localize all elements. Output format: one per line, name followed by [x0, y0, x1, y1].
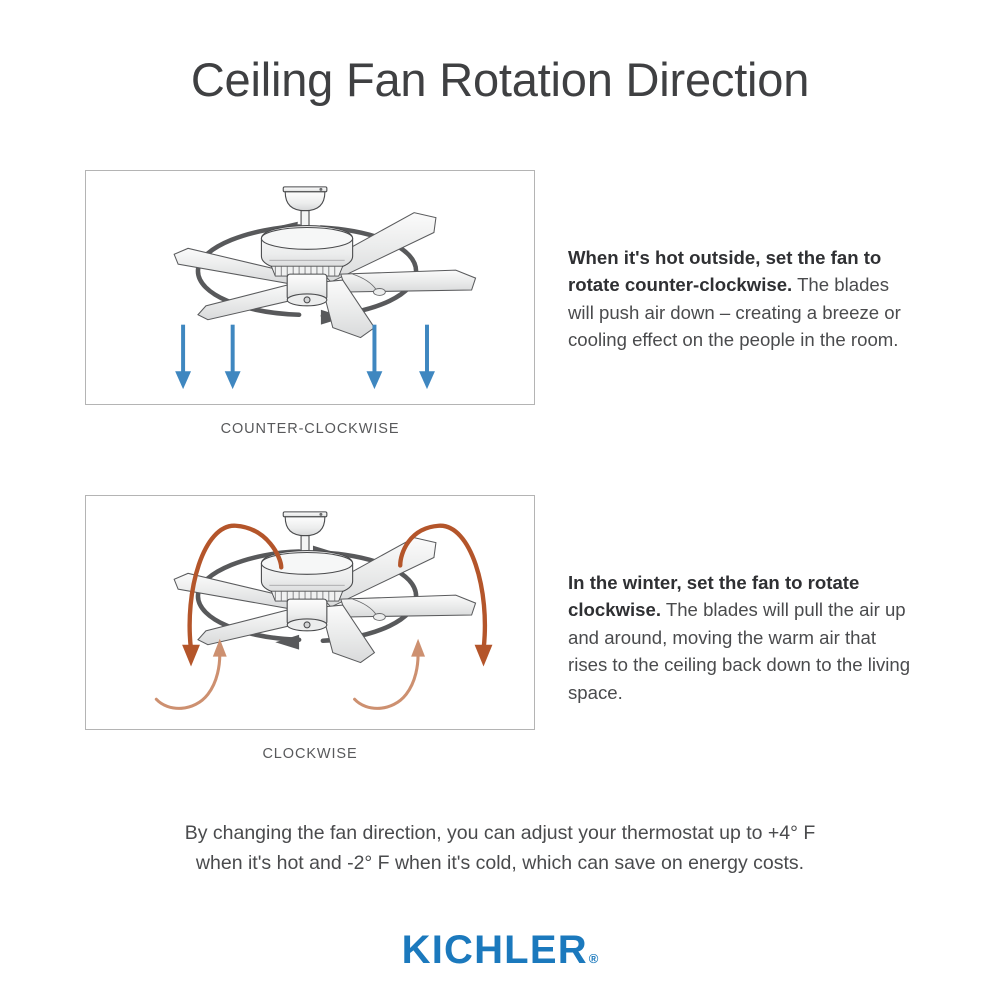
copy-summer-rest: The blades will push air down – creating… — [568, 274, 901, 351]
airflow-arrows-outer-cw — [187, 523, 488, 652]
airflow-arrows-down-ccw — [175, 324, 435, 390]
airflow-arrowheads-outer-cw — [182, 644, 493, 667]
fan-trim-ring-cw — [270, 590, 344, 602]
caption-counter-clockwise: COUNTER-CLOCKWISE — [220, 421, 400, 437]
fan-blades-front-cw — [197, 594, 477, 664]
fan-pull-chain-cw — [352, 598, 386, 621]
copy-winter: In the winter, set the fan to rotate clo… — [568, 569, 916, 707]
footer-note-line-1: By changing the fan direction, you can a… — [184, 822, 816, 844]
copy-winter-rest: The blades will pull the air up and arou… — [568, 599, 911, 703]
registered-trademark-icon: ® — [588, 951, 599, 966]
footer-note: By changing the fan direction, you can a… — [0, 818, 1000, 878]
fan-canopy-ccw — [282, 186, 328, 234]
fan-switch-housing-ccw — [286, 273, 328, 307]
brand-logo: KICHLER® — [0, 928, 1000, 973]
fan-motor-housing-ccw — [260, 224, 354, 273]
copy-summer-bold: When it's hot outside, set the fan to ro… — [568, 246, 882, 296]
airflow-arrow-1 — [175, 324, 192, 390]
diagram-clockwise — [85, 495, 535, 730]
copy-summer: When it's hot outside, set the fan to ro… — [568, 244, 916, 354]
page-title: Ceiling Fan Rotation Direction — [190, 53, 810, 106]
diagram-counter-clockwise — [85, 170, 535, 405]
fan-motor-housing-cw — [260, 549, 354, 598]
fan-trim-ring-ccw — [270, 265, 344, 277]
fan-illustration-ccw — [173, 186, 477, 390]
fan-switch-housing-cw — [286, 598, 328, 632]
fan-blades-front-ccw — [197, 269, 477, 339]
airflow-arrow-3 — [366, 324, 383, 390]
fan-illustration-cw — [154, 511, 493, 710]
footer-note-line-2: when it's hot and -2° F when it's cold, … — [195, 852, 805, 874]
copy-winter-bold: In the winter, set the fan to rotate clo… — [568, 571, 860, 621]
airflow-arrows-inner-cw — [154, 653, 420, 710]
fan-canopy-cw — [282, 511, 328, 559]
fan-pull-chain-ccw — [352, 273, 386, 296]
airflow-arrow-4 — [419, 324, 435, 390]
brand-wordmark: KICHLER — [401, 928, 588, 972]
airflow-arrow-2 — [224, 324, 241, 390]
airflow-arrowheads-inner-cw — [212, 638, 426, 657]
caption-clockwise: CLOCKWISE — [262, 746, 358, 762]
